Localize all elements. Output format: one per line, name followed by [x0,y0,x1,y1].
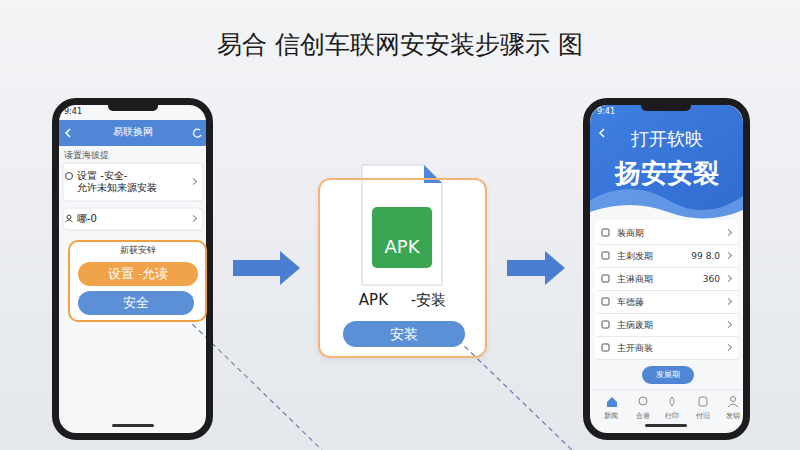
install-button: 安装 [343,321,465,347]
node-text: 扬安安裂 [590,158,743,189]
node-text: 9:41 [64,107,104,117]
menu-row: 主淋商期 360 [597,268,738,291]
option-pill: 设置 -允读 [78,262,198,286]
node-text: 易联换网 [59,126,206,138]
node-text: 9:41 [597,107,637,117]
tab-label: 合逾 [630,411,656,421]
menu-row: 主病废期 [597,314,738,337]
flow-arrow [507,251,565,285]
node-text: 车德藤 [617,297,644,308]
node-text: 主病废期 [617,320,653,331]
menu-row: 车德藤 [597,291,738,314]
highlight-box: 新获安锌设置 -允读安全 [68,240,207,322]
settings-row: 设置 -安全-允许未知来源安装 [63,163,203,201]
tab-label: 付旧 [690,411,716,421]
action-button: 发展期 [642,366,694,384]
menu-row: 主开商装 [597,337,738,360]
node-text: APK [385,236,420,258]
menu-row: 主刺发期 99 8.0 [597,245,738,268]
node-text: 打开软映 [590,128,743,150]
node-text: 主开商装 [617,343,653,354]
flow-arrow [233,251,300,285]
apk-card-illustration [318,165,487,358]
node-text: 主刺发期 [617,251,653,262]
node-text: 安全 [123,295,149,311]
node-text: 主淋商期 [617,274,653,285]
node-text: 允许未知来源安装 [77,182,185,194]
node-text: 读置海拔提 [64,150,184,161]
phone-frame: 9:41打开软映扬安安裂装商期主刺发期99 8.0主淋商期360车德藤主病废期主… [583,98,750,440]
apk-icon: APK [372,207,432,268]
node-text: 装商期 [617,228,644,239]
tab-label: 行印 [659,411,685,421]
node-text: 哪-0 [77,213,185,225]
install-card: APK -安装 APK 安装 [318,178,487,358]
node-text: 安装 [390,326,418,343]
node-text: 360 [703,274,720,285]
menu-row: 装商期 [597,222,738,245]
node-text: 发展期 [656,370,680,380]
settings-row: 哪-0 [63,208,203,230]
diagram-title: 易合 信创车联网安安装步骤示 图 [0,28,800,61]
node-text: 99 8.0 [691,251,720,262]
left-phone-screen [59,101,206,433]
option-pill: 安全 [78,291,194,315]
node-text: 新获安锌 [78,245,197,256]
node-text: APK -安装 [320,291,485,309]
tab-label: 新闻 [598,411,624,421]
phone-frame: 9:41易联换网读置海拔提设置 -安全-允许未知来源安装哪-0新获安锌设置 -允… [52,98,213,440]
node-text: 设置 -允读 [108,266,169,282]
right-phone-screen [590,101,743,433]
tab-label: 发钥 [720,411,746,421]
node-text: 设置 -安全- [77,170,185,182]
